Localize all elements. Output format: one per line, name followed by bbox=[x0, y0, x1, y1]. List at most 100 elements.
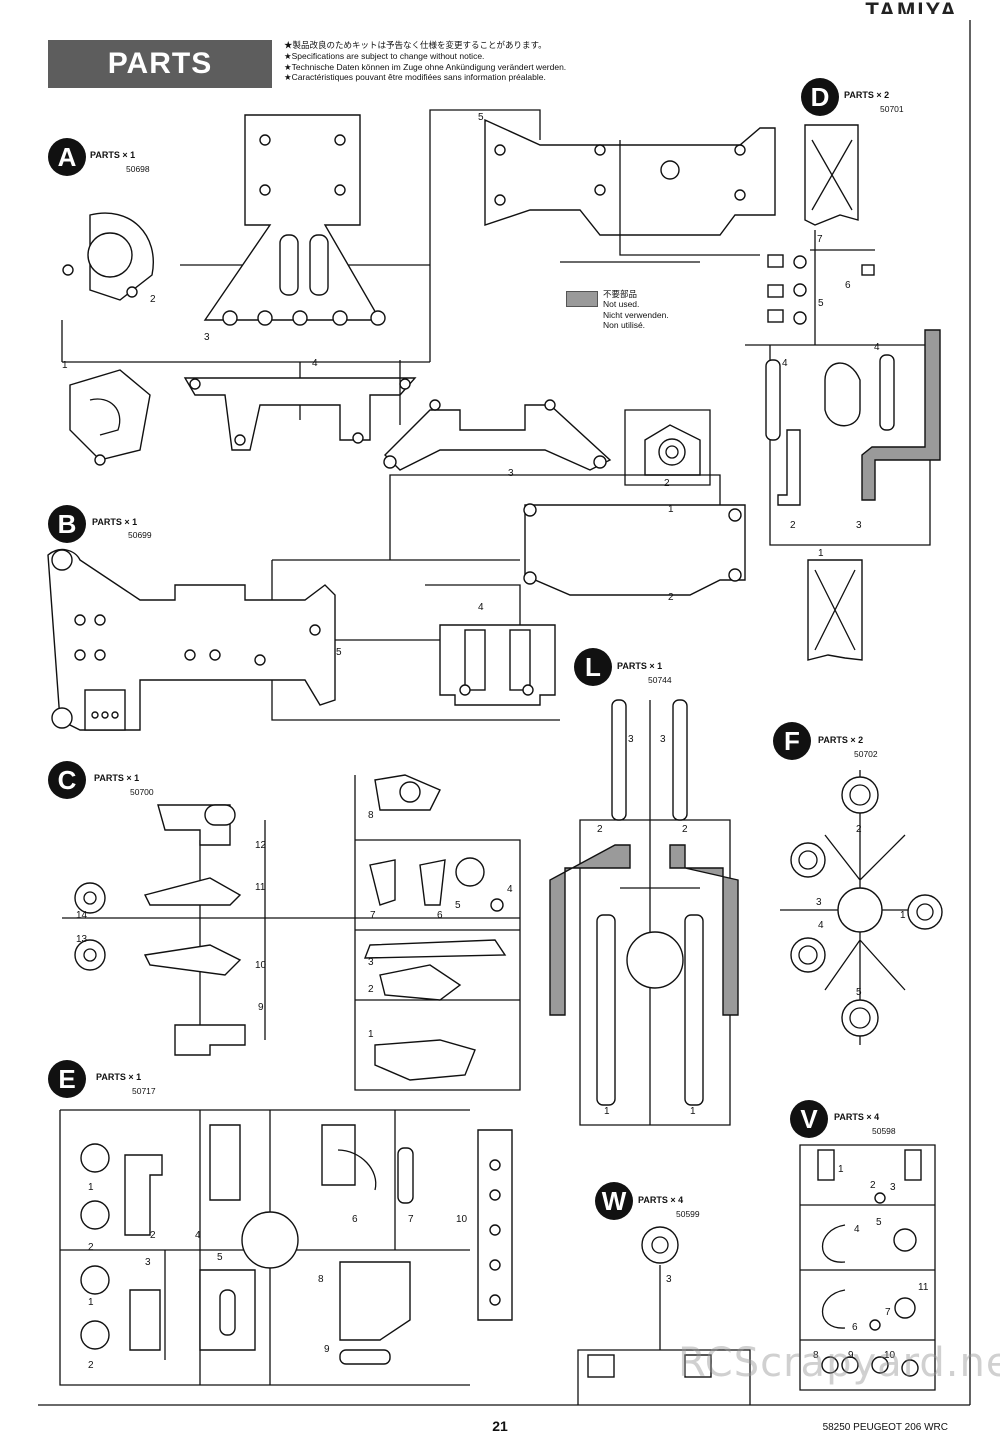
sprue-w-drawing: 3 bbox=[577, 1226, 751, 1405]
svg-text:9: 9 bbox=[324, 1344, 330, 1355]
svg-text:4: 4 bbox=[854, 1224, 860, 1235]
sprue-f-parts-label: PARTS × 2 bbox=[818, 735, 864, 745]
svg-text:2: 2 bbox=[88, 1360, 94, 1371]
sprue-f-badge: F bbox=[773, 722, 811, 760]
svg-text:1: 1 bbox=[818, 548, 824, 559]
svg-text:13: 13 bbox=[76, 934, 88, 945]
svg-text:5: 5 bbox=[455, 900, 461, 911]
svg-text:2: 2 bbox=[870, 1180, 876, 1191]
svg-text:11: 11 bbox=[255, 882, 266, 893]
svg-text:4: 4 bbox=[195, 1230, 201, 1241]
svg-text:3: 3 bbox=[660, 734, 666, 745]
svg-text:7: 7 bbox=[817, 234, 823, 245]
parts-banner-title: PARTS bbox=[107, 47, 213, 80]
svg-text:1: 1 bbox=[690, 1106, 696, 1117]
not-used-swatch bbox=[566, 291, 598, 307]
notice-jp: ★製品改良のためキットは予告なく仕様を変更することがあります。 bbox=[284, 40, 547, 50]
svg-text:2: 2 bbox=[790, 520, 796, 531]
sprue-l-part-number: 50744 bbox=[648, 675, 672, 685]
sprue-d-part-number: 50701 bbox=[880, 104, 904, 114]
sprue-l-parts-label: PARTS × 1 bbox=[617, 661, 663, 671]
svg-text:4: 4 bbox=[312, 358, 318, 369]
svg-text:3: 3 bbox=[368, 957, 374, 968]
svg-text:7: 7 bbox=[408, 1214, 414, 1225]
svg-text:4: 4 bbox=[782, 358, 788, 369]
svg-text:1: 1 bbox=[900, 910, 906, 921]
legend-de: Nicht verwenden. bbox=[603, 309, 669, 320]
svg-text:1: 1 bbox=[62, 360, 68, 371]
sprue-a-parts-label: PARTS × 1 bbox=[90, 150, 136, 160]
svg-text:6: 6 bbox=[852, 1322, 858, 1333]
svg-text:2: 2 bbox=[150, 294, 156, 305]
svg-text:10: 10 bbox=[884, 1350, 896, 1361]
sprue-b-parts-label: PARTS × 1 bbox=[92, 517, 138, 527]
svg-text:6: 6 bbox=[437, 910, 443, 921]
svg-text:10: 10 bbox=[255, 960, 267, 971]
svg-text:1: 1 bbox=[604, 1106, 610, 1117]
sprue-e-badge: E bbox=[48, 1060, 86, 1098]
sprue-c-badge: C bbox=[48, 761, 86, 799]
sprue-e-parts-label: PARTS × 1 bbox=[96, 1072, 142, 1082]
svg-text:1: 1 bbox=[88, 1297, 94, 1308]
svg-text:4: 4 bbox=[874, 342, 880, 353]
svg-text:5: 5 bbox=[856, 987, 862, 998]
sprue-f-drawing: 2 3 4 1 5 bbox=[780, 770, 943, 1045]
svg-text:5: 5 bbox=[818, 298, 824, 309]
sprue-l-badge: L bbox=[574, 648, 612, 686]
sprue-d-badge: D bbox=[801, 78, 839, 116]
sprue-d-drawing: 7 6 5 4 4 2 3 1 bbox=[745, 124, 941, 661]
kit-title: 58250 PEUGEOT 206 WRC bbox=[822, 1422, 948, 1433]
svg-text:1: 1 bbox=[838, 1164, 844, 1175]
notice-fr: ★Caractéristiques pouvant être modifiées… bbox=[284, 72, 546, 83]
svg-text:3: 3 bbox=[890, 1182, 896, 1193]
svg-text:2: 2 bbox=[668, 592, 674, 603]
svg-text:1: 1 bbox=[368, 1029, 374, 1040]
svg-text:2: 2 bbox=[597, 824, 603, 835]
svg-text:3: 3 bbox=[816, 897, 822, 908]
svg-text:4: 4 bbox=[818, 920, 824, 931]
svg-text:7: 7 bbox=[370, 910, 376, 921]
svg-text:5: 5 bbox=[217, 1252, 223, 1263]
svg-text:2: 2 bbox=[856, 824, 862, 835]
svg-text:6: 6 bbox=[845, 280, 851, 291]
sprue-e-part-number: 50717 bbox=[132, 1086, 156, 1096]
spec-change-notice: ★製品改良のためキットは予告なく仕様を変更することがあります。 ★Specifi… bbox=[284, 40, 566, 83]
page-number: 21 bbox=[492, 1418, 508, 1434]
parts-banner: PARTS bbox=[48, 40, 272, 88]
sprue-d-parts-label: PARTS × 2 bbox=[844, 90, 890, 100]
svg-text:2: 2 bbox=[88, 1242, 94, 1253]
svg-text:2: 2 bbox=[682, 824, 688, 835]
watermark: RCScrapyard.net bbox=[678, 1340, 1000, 1386]
svg-text:8: 8 bbox=[318, 1274, 324, 1285]
svg-text:5: 5 bbox=[336, 647, 342, 658]
sprue-c-part-number: 50700 bbox=[130, 787, 154, 797]
sprue-c-parts-label: PARTS × 1 bbox=[94, 773, 140, 783]
svg-text:14: 14 bbox=[76, 910, 88, 921]
svg-text:10: 10 bbox=[456, 1214, 468, 1225]
svg-text:1: 1 bbox=[668, 504, 674, 515]
legend-fr: Non utilisé. bbox=[603, 320, 646, 331]
svg-text:5: 5 bbox=[478, 112, 484, 123]
not-used-legend: 不要部品 Not used. Nicht verwenden. Non util… bbox=[603, 289, 669, 331]
svg-text:3: 3 bbox=[204, 332, 210, 343]
sprue-f-part-number: 50702 bbox=[854, 749, 878, 759]
svg-text:11: 11 bbox=[918, 1282, 929, 1293]
svg-text:6: 6 bbox=[352, 1214, 358, 1225]
svg-text:3: 3 bbox=[856, 520, 862, 531]
legend-jp: 不要部品 bbox=[603, 289, 638, 299]
svg-text:2: 2 bbox=[150, 1230, 156, 1241]
sprue-a-drawing: 21 34 532 bbox=[61, 109, 776, 489]
svg-text:9: 9 bbox=[848, 1350, 854, 1361]
sprue-a-badge: A bbox=[48, 138, 86, 176]
sprue-w-parts-label: PARTS × 4 bbox=[638, 1195, 684, 1205]
sprue-w-badge: W bbox=[595, 1182, 633, 1220]
svg-text:8: 8 bbox=[368, 810, 374, 821]
svg-text:1: 1 bbox=[88, 1182, 94, 1193]
legend-en: Not used. bbox=[603, 299, 640, 310]
